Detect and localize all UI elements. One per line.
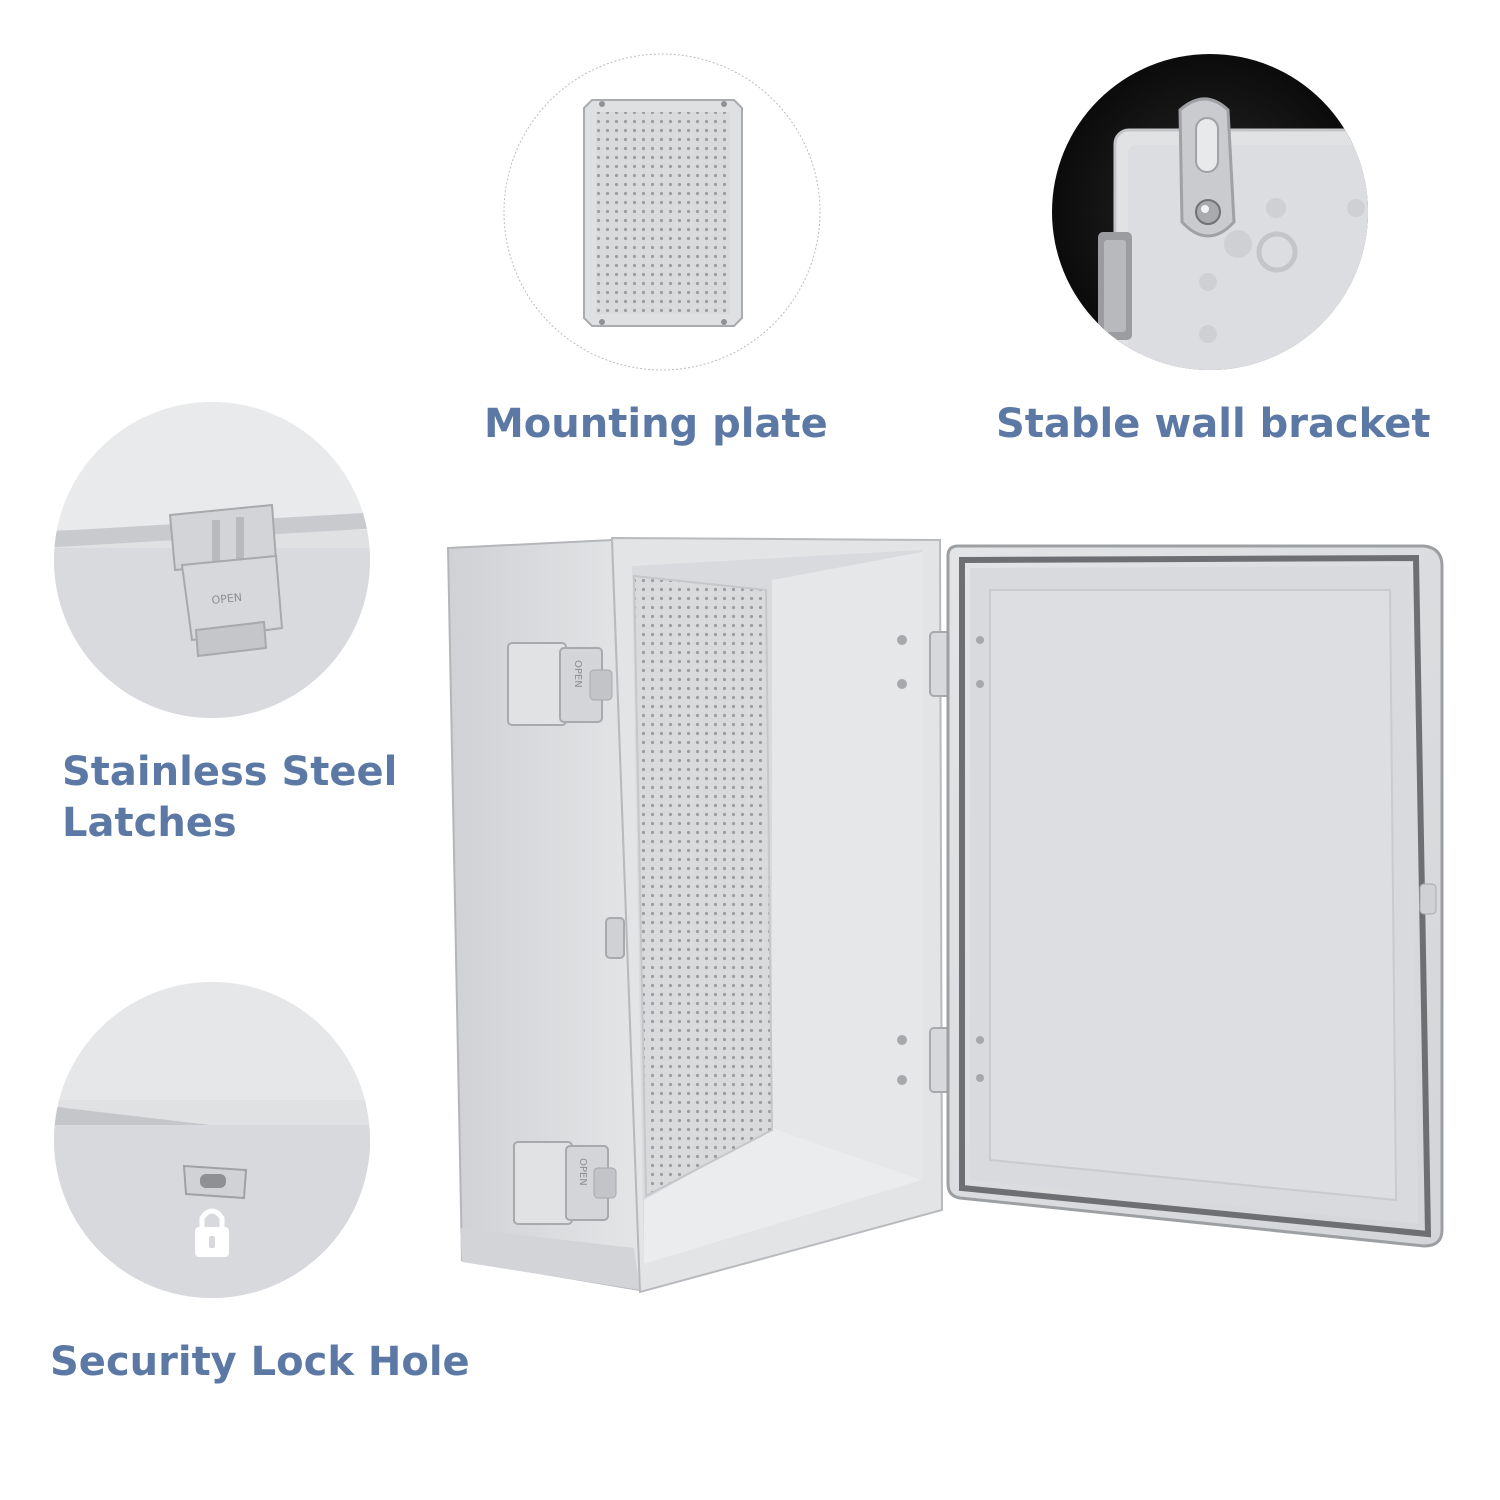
padlock-icon — [195, 1208, 229, 1257]
lock-hole-label: Security Lock Hole — [50, 1339, 470, 1385]
svg-text:OPEN: OPEN — [572, 660, 583, 688]
latches-label-line1: Stainless Steel — [62, 749, 398, 795]
latches-label-line2: Latches — [62, 800, 237, 846]
latch-thumbnail: OPEN — [54, 402, 370, 718]
mounting-plate-thumbnail — [503, 53, 821, 371]
svg-text:OPEN: OPEN — [577, 1158, 588, 1186]
wall-bracket-thumbnail — [1052, 54, 1368, 370]
enclosure-lid — [946, 544, 1444, 1248]
mounting-plate-label: Mounting plate — [484, 401, 828, 447]
lock-hole-thumbnail — [54, 982, 370, 1298]
wall-bracket-label: Stable wall bracket — [996, 401, 1431, 447]
latch-top: OPEN — [507, 642, 613, 726]
enclosure-body — [446, 536, 944, 1294]
latch-bottom: OPEN — [513, 1141, 617, 1225]
latch-open-text: OPEN — [211, 591, 243, 607]
